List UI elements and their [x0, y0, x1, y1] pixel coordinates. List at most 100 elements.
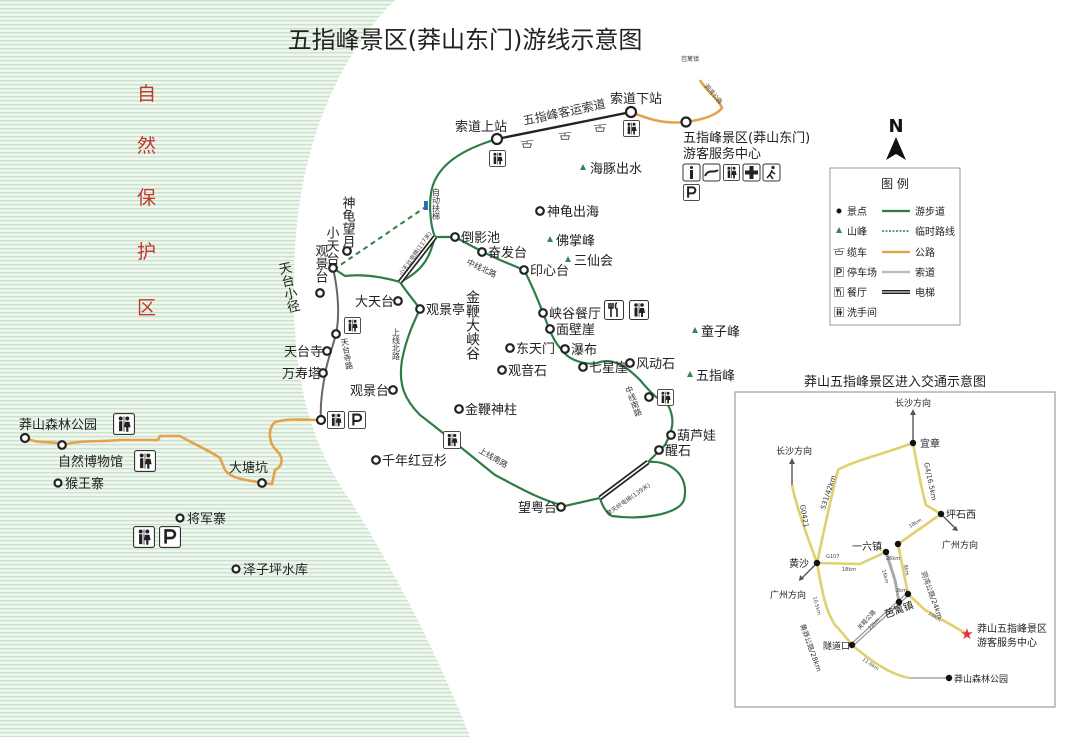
spots-zeziping-label: 泽子坪水库	[243, 562, 308, 578]
spot-shengui-chuhai[interactable]: 神龟出海	[535, 205, 599, 220]
spots-jiangjunzhai-label: 将军寨	[187, 511, 226, 527]
spot-guanyinshi[interactable]: 观音石	[497, 363, 547, 379]
spots-visitor_center_2-label: 游客服务中心	[683, 146, 761, 162]
spot-museum[interactable]: 自然博物馆	[57, 440, 123, 470]
spot-jinbian-shenzhu[interactable]: 金鞭神柱	[454, 402, 517, 418]
inset-title-label: 莽山五指峰景区进入交通示意图	[804, 374, 986, 390]
spot-xingshi[interactable]: 醒石	[654, 444, 691, 459]
spot-forest-park[interactable]: 莽山森林公园	[19, 418, 97, 444]
legend-items-0-label-label: 景点	[847, 206, 867, 218]
dot-icon	[836, 208, 842, 214]
parking-icon	[159, 526, 181, 548]
spots-dongtianmen-label: 东天门	[516, 342, 555, 357]
peak-wuzhi[interactable]: 五指峰	[687, 369, 735, 384]
spot-wangyuetai[interactable]: 望粤台	[518, 500, 566, 516]
parking-icon	[348, 411, 366, 429]
peak-tongzi[interactable]: 童子峰	[692, 324, 740, 340]
spots-guanjingting-label: 观景亭	[426, 302, 465, 318]
escalator-marker	[424, 201, 428, 210]
upper-north-label: 上线北路	[392, 328, 401, 360]
inset-pingshixi-label: 坪石西	[946, 508, 976, 521]
trail-main	[332, 137, 674, 508]
spot-fenfatai[interactable]: 奋发台	[477, 245, 527, 261]
spots-fenfatai-label: 奋发台	[488, 245, 527, 261]
inset-guangzhou_1-label: 广州方向	[942, 539, 978, 551]
spot-xiagu-restaurant[interactable]: 峡谷餐厅	[538, 306, 601, 322]
spot-daoyingchi[interactable]: 倒影池	[450, 231, 500, 246]
spot-tiantaisi[interactable]: 天台寺	[284, 345, 332, 360]
spots-forest_park-label: 莽山森林公园	[19, 418, 97, 433]
spots-xiagu_restaurant-label: 峡谷餐厅	[549, 306, 601, 322]
north-label: N	[888, 116, 903, 137]
legend-items-2-label-label: 缆车	[847, 246, 867, 259]
peaks-sanxian-label: 三仙会	[574, 254, 613, 269]
inset-tunnel-label: 隧道口	[823, 640, 850, 652]
spots-jinbian_shenzhu-label: 金鞭神柱	[465, 402, 517, 418]
spots-wangyuetai-label: 望粤台	[518, 500, 557, 516]
spot-dongtianmen[interactable]: 东天门	[505, 342, 555, 357]
xiaotiantai-elevator-label: 小天台电梯(117米)	[397, 230, 433, 277]
spot-huluwa[interactable]: 葫芦娃	[666, 429, 716, 444]
temporary-route	[332, 205, 428, 271]
peak-sanxian[interactable]: 三仙会	[565, 254, 613, 269]
peaks-haitun-label: 海豚出水	[590, 162, 642, 177]
legend-lines-2-label-label: 公路	[915, 246, 935, 259]
legend-title-label: 图 例	[881, 177, 909, 191]
peak-haitun[interactable]: 海豚出水	[580, 162, 642, 177]
restaurant-icon	[604, 300, 624, 320]
protected-area-label: 自 然 保 护 区	[137, 83, 156, 319]
inset-g107-label: G107	[826, 554, 839, 560]
inset-dest_1-label: 莽山五指峰景区	[977, 622, 1047, 635]
toilet-icon	[657, 389, 674, 406]
inset-d26-label: 26km	[886, 556, 900, 562]
spot-hongdoushan[interactable]: 千年红豆杉	[371, 453, 447, 469]
toilet-icon	[113, 413, 135, 435]
spot-datiantai[interactable]: 大天台	[355, 295, 403, 310]
hiking-icon	[762, 163, 781, 182]
spot-pubu[interactable]: 瀑布	[560, 343, 597, 358]
spot-shengui-wangyue[interactable]: 神龟望月	[340, 196, 356, 256]
spot-ropeway-upper[interactable]: 索道上站	[455, 120, 507, 146]
jinbian-canyon-label: 金鞭大峡谷	[464, 290, 480, 360]
inset-huangsha-label: 黄沙	[789, 557, 809, 570]
map-title: 五指峰景区(莽山东门)游线示意图	[288, 26, 643, 54]
spot-mianbiya[interactable]: 面壁崖	[545, 323, 595, 338]
ropeway-line	[496, 110, 632, 141]
spots-shengui_wangyue-label: 神龟望月	[340, 196, 356, 249]
inset-g0421-label: G0421	[798, 504, 810, 528]
spot-wanshouta[interactable]: 万寿塔	[282, 367, 328, 382]
inset-traffic-map: 莽山五指峰景区进入交通示意图 ★ 长沙方向 长沙方向 广州方向 广州方向 宜章 …	[734, 374, 1056, 708]
spots-houwangzhai-label: 猴王寨	[65, 476, 104, 492]
spot-guanjingtai-low[interactable]: 观景台	[350, 384, 398, 399]
spot-houwangzhai[interactable]: 猴王寨	[53, 476, 105, 492]
spot-ropeway-lower[interactable]: 索道下站	[610, 92, 662, 119]
spot-jiangjunzhai[interactable]: 将军寨	[175, 511, 227, 527]
elevator-xiaotiantai	[398, 235, 437, 284]
spots-shengui_chuhai-label: 神龟出海	[547, 205, 599, 220]
spots-hongdoushan-label: 千年红豆杉	[382, 453, 447, 469]
spot-toilet-node[interactable]	[644, 392, 654, 402]
spot-fengdongshi[interactable]: 风动石	[625, 357, 675, 372]
spot-zeziping[interactable]: 泽子坪水库	[231, 562, 309, 578]
spot-guanjingtai-top[interactable]: 观景台	[313, 244, 329, 298]
peak-fozhang[interactable]: 佛掌峰	[547, 234, 595, 249]
inset-changsha_1-label: 长沙方向	[895, 397, 931, 409]
parking-icon	[683, 184, 700, 201]
spot-qixingya[interactable]: 七星崖	[578, 361, 628, 376]
spot-yinxintai[interactable]: 印心台	[519, 264, 569, 279]
spot-toilet-node[interactable]	[331, 329, 341, 339]
spot-guanjingting[interactable]: 观景亭	[415, 302, 465, 318]
protected_area-4-label: 区	[137, 297, 156, 319]
inset-yizhang-label: 宜章	[920, 437, 940, 450]
spot-datangkeng[interactable]: 大塘坑	[229, 460, 268, 488]
trailhead-node[interactable]	[315, 414, 327, 426]
first-aid-icon	[742, 163, 761, 182]
visitor-center[interactable]: 五指峰景区(莽山东门) 游客服务中心	[680, 116, 811, 163]
spot-xiaotiantai[interactable]: 小天台	[324, 226, 340, 273]
legend-items-5-label-label: 洗手间	[847, 306, 877, 319]
peaks-wuzhi-label: 五指峰	[696, 369, 735, 384]
toilet-icon	[629, 300, 649, 320]
inset-d2-label: 2km	[896, 588, 907, 594]
spots-fengdongshi-label: 风动石	[636, 357, 675, 372]
